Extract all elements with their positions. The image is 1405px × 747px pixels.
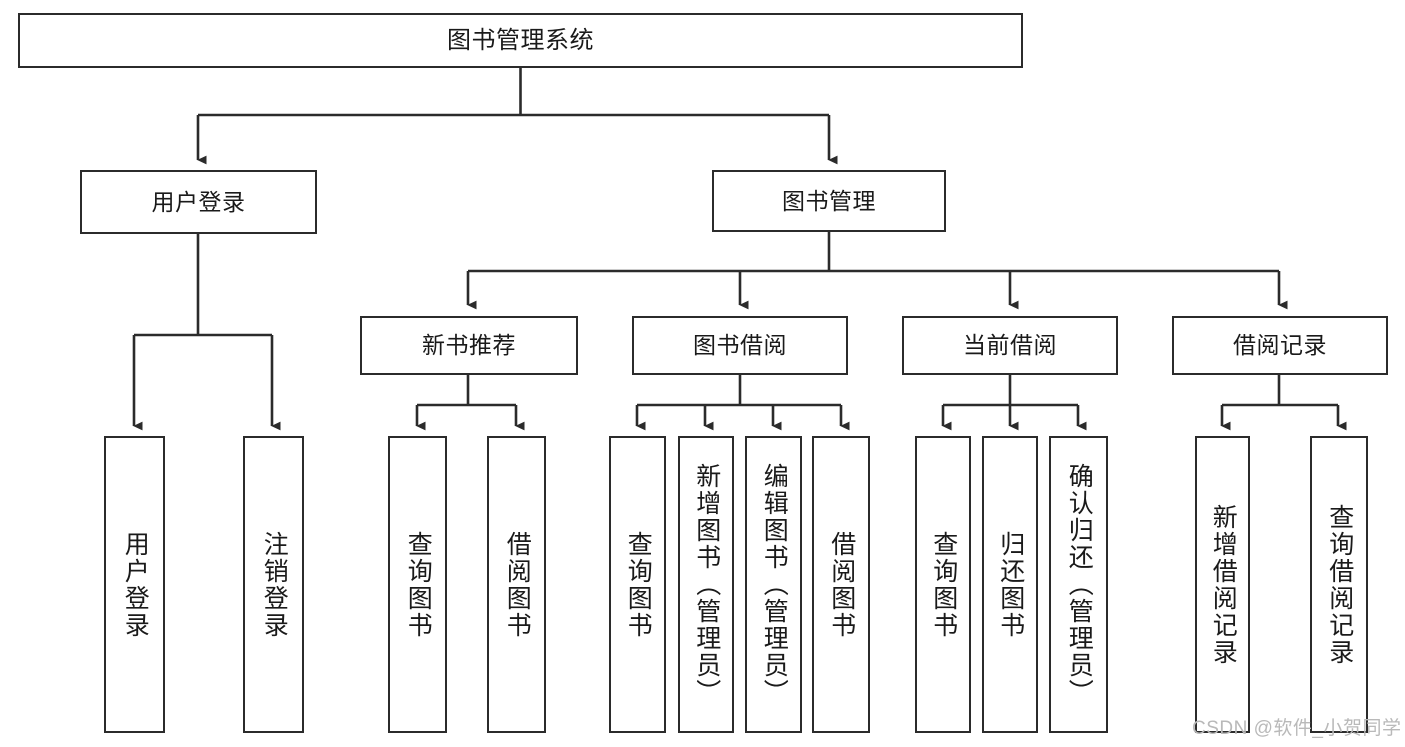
node-label: 图书管理 <box>782 187 876 214</box>
node-book-borrow[interactable]: 图书借阅 <box>632 316 848 375</box>
node-label: 新增借阅记录 <box>1209 503 1238 666</box>
leaf-edit-book-admin[interactable]: 编辑图书（管理员） <box>745 436 802 733</box>
node-label: 确认归还（管理员） <box>1065 463 1094 706</box>
node-current-borrow[interactable]: 当前借阅 <box>902 316 1118 375</box>
leaf-user-login[interactable]: 用户登录 <box>104 436 165 733</box>
node-label: 注销登录 <box>260 530 289 639</box>
leaf-query-book-current[interactable]: 查询图书 <box>915 436 971 733</box>
csdn-watermark: CSDN @软件_小贺同学 <box>1192 718 1402 739</box>
node-label: 新书推荐 <box>422 332 516 359</box>
leaf-add-book-admin[interactable]: 新增图书（管理员） <box>678 436 734 733</box>
node-root-system[interactable]: 图书管理系统 <box>18 13 1023 68</box>
node-label: 图书借阅 <box>693 332 787 359</box>
node-label: 用户登录 <box>151 188 246 215</box>
node-new-book-recommend[interactable]: 新书推荐 <box>360 316 578 375</box>
node-label: 查询图书 <box>624 530 653 639</box>
node-label: 图书管理系统 <box>447 26 594 54</box>
leaf-query-book-recommend[interactable]: 查询图书 <box>388 436 447 733</box>
node-label: 借阅记录 <box>1233 332 1327 359</box>
node-user-login[interactable]: 用户登录 <box>80 170 317 234</box>
node-label: 借阅图书 <box>503 530 532 639</box>
leaf-query-book-borrow[interactable]: 查询图书 <box>609 436 666 733</box>
node-label: 用户登录 <box>121 530 150 639</box>
leaf-borrow-book[interactable]: 借阅图书 <box>812 436 870 733</box>
leaf-logout[interactable]: 注销登录 <box>243 436 304 733</box>
leaf-add-borrow-record[interactable]: 新增借阅记录 <box>1195 436 1250 733</box>
node-borrow-record[interactable]: 借阅记录 <box>1172 316 1388 375</box>
node-label: 查询图书 <box>404 530 433 639</box>
node-label: 编辑图书（管理员） <box>760 463 789 706</box>
leaf-borrow-book-recommend[interactable]: 借阅图书 <box>487 436 546 733</box>
node-label: 当前借阅 <box>963 332 1057 359</box>
node-label: 新增图书（管理员） <box>692 463 721 706</box>
leaf-confirm-return-admin[interactable]: 确认归还（管理员） <box>1049 436 1108 733</box>
node-label: 归还图书 <box>996 530 1025 639</box>
node-label: 借阅图书 <box>827 530 856 639</box>
node-label: 查询借阅记录 <box>1325 503 1354 666</box>
leaf-return-book[interactable]: 归还图书 <box>982 436 1038 733</box>
node-book-management[interactable]: 图书管理 <box>712 170 946 232</box>
node-label: 查询图书 <box>929 530 958 639</box>
leaf-query-borrow-record[interactable]: 查询借阅记录 <box>1310 436 1368 733</box>
